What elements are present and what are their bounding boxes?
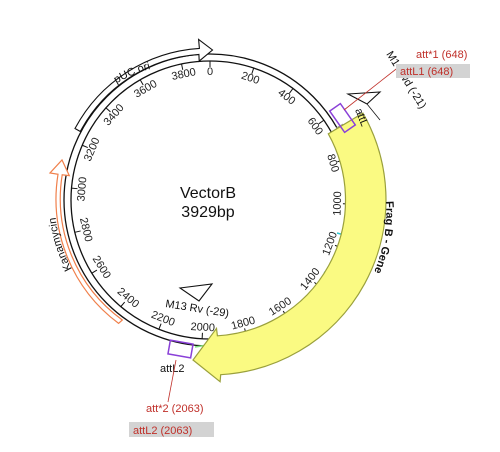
- attl2-callout-leader: [167, 359, 177, 403]
- att1-star-callout: att*1 (648): [416, 49, 467, 61]
- ruler-tick-label: 3800: [171, 66, 197, 83]
- ruler-tick: [251, 67, 255, 74]
- attl2-callout-box: [129, 422, 214, 437]
- ruler-tick: [82, 144, 88, 149]
- ruler-tick-label: 3000: [75, 176, 89, 201]
- m13-rv-primer-arrow: [178, 283, 214, 302]
- frag-b-gene-arrow: [192, 112, 387, 383]
- ruler-tick: [91, 269, 98, 274]
- ruler-tick-label: 2600: [90, 254, 113, 281]
- plasmid-name: VectorB: [180, 185, 236, 202]
- attl2-callout: attL2 (2063): [133, 425, 192, 437]
- ruler-tick-label: 1000: [332, 191, 345, 216]
- ruler-tick: [71, 187, 78, 190]
- ruler-tick: [139, 79, 144, 86]
- attl1-callout: attL1 (648): [400, 66, 453, 78]
- ruler-tick-label: 2400: [115, 286, 141, 311]
- plasmid-size: 3929bp: [181, 204, 234, 221]
- ruler-tick: [181, 63, 184, 70]
- attl1-callout-leader: [343, 65, 401, 111]
- ruler-tick: [105, 107, 111, 113]
- att2-star-callout: att*2 (2063): [146, 403, 203, 415]
- ruler-tick-label: 2000: [190, 321, 215, 334]
- ruler-tick-label: 2200: [149, 309, 176, 329]
- m1-fwd-primer-leader: [366, 103, 381, 121]
- kanamycin-arrow: [48, 158, 124, 325]
- ruler-tick-label: 3600: [132, 78, 159, 101]
- ruler-tick-label: 0: [207, 66, 213, 78]
- attl2-label: attL2: [160, 363, 184, 375]
- ruler-tick-label: 600: [305, 116, 325, 138]
- attl1-box: [328, 102, 357, 134]
- ruler-tick: [120, 301, 126, 307]
- ruler-tick: [74, 230, 81, 233]
- ruler-tick: [288, 88, 294, 94]
- puc-ori-arrow: [74, 38, 214, 133]
- ruler-tick-label: 200: [240, 70, 261, 87]
- ruler-tick: [318, 119, 325, 125]
- ruler-tick-label: 2800: [77, 216, 94, 243]
- ruler-tick-label: 3400: [102, 102, 127, 128]
- m13-rv-primer: M13 Rv (-29): [165, 283, 230, 320]
- attl1-callout-box: [396, 64, 470, 78]
- ruler-tick: [158, 323, 162, 330]
- attl2-box: [167, 339, 194, 359]
- ruler-tick-label: 800: [324, 153, 341, 174]
